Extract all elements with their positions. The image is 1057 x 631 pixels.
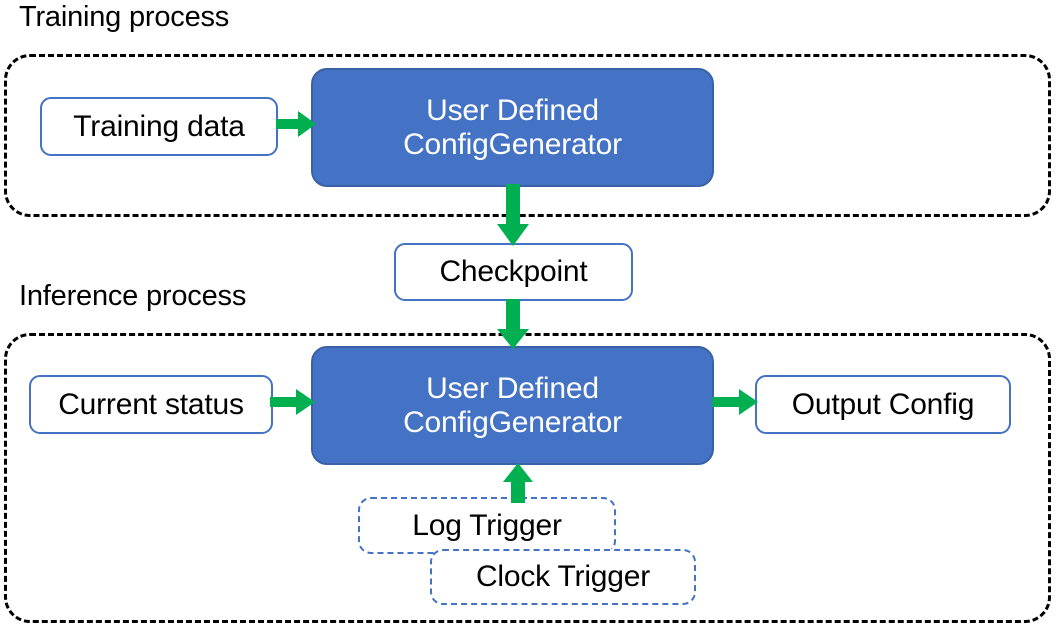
inference-process-label: Inference process	[19, 280, 247, 312]
training-process-container	[4, 54, 1051, 217]
node-generator-training-line1: User Defined	[426, 93, 599, 127]
inference-process-container	[4, 333, 1051, 623]
arrow-current-status-to-generator	[270, 389, 315, 415]
node-training-data[interactable]: Training data	[40, 97, 278, 156]
node-clock-trigger-label: Clock Trigger	[475, 560, 651, 594]
node-clock-trigger[interactable]: Clock Trigger	[430, 549, 696, 605]
arrow-generator-to-checkpoint	[497, 184, 529, 246]
node-current-status[interactable]: Current status	[29, 375, 273, 434]
node-checkpoint[interactable]: Checkpoint	[394, 243, 633, 301]
arrow-trigger-to-generator	[503, 463, 533, 503]
node-output-config[interactable]: Output Config	[755, 375, 1011, 434]
arrow-training-data-to-generator	[276, 111, 316, 137]
node-checkpoint-label: Checkpoint	[439, 255, 588, 289]
node-current-status-label: Current status	[58, 387, 244, 421]
arrow-generator-to-output-config	[712, 389, 758, 415]
node-log-trigger[interactable]: Log Trigger	[358, 497, 616, 554]
node-log-trigger-label: Log Trigger	[412, 508, 562, 542]
node-generator-inference-line1: User Defined	[426, 371, 599, 405]
node-generator-training-line2: ConfigGenerator	[403, 127, 622, 161]
training-process-label: Training process	[19, 1, 230, 33]
node-generator-training-text: User Defined ConfigGenerator	[403, 94, 622, 161]
node-user-defined-config-generator-inference[interactable]: User Defined ConfigGenerator	[311, 346, 714, 465]
node-user-defined-config-generator-training[interactable]: User Defined ConfigGenerator	[311, 68, 714, 187]
node-training-data-label: Training data	[73, 109, 245, 143]
node-output-config-label: Output Config	[791, 387, 975, 421]
node-generator-inference-text: User Defined ConfigGenerator	[403, 372, 622, 439]
node-generator-inference-line2: ConfigGenerator	[403, 405, 622, 439]
arrow-checkpoint-to-generator	[497, 299, 529, 349]
